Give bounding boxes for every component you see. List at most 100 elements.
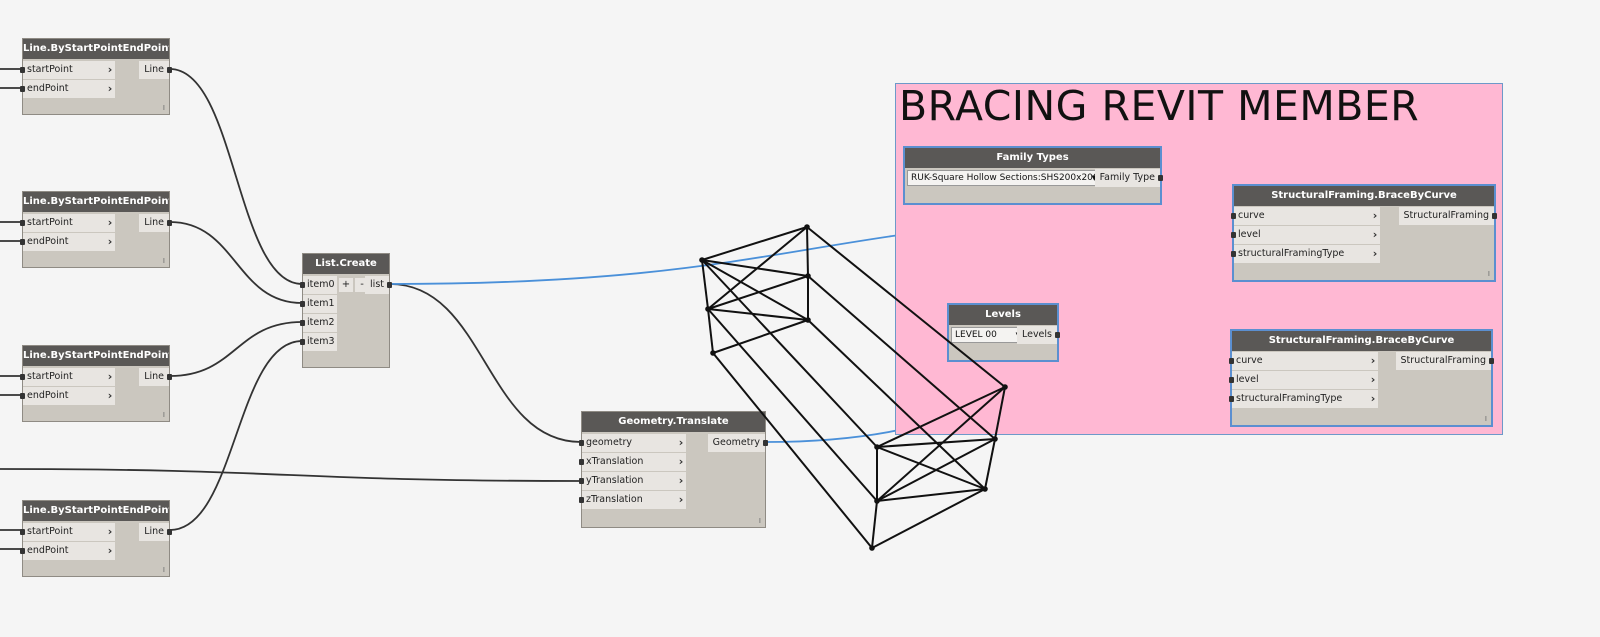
brace-by-curve-node-2[interactable]: StructuralFraming.BraceByCurve curve› le…: [1229, 329, 1494, 427]
chevron-right-icon: ›: [107, 216, 113, 229]
wire-line4-item3[interactable]: [169, 340, 303, 531]
input-port-dot[interactable]: [1231, 213, 1236, 219]
line-node-1[interactable]: Line.ByStartPointEndPoint startPoint› en…: [20, 38, 172, 115]
input-port-dot[interactable]: [1231, 232, 1236, 238]
level-dropdown[interactable]: LEVEL 00▼: [951, 327, 1025, 343]
lacing-mark-icon: I: [162, 566, 165, 574]
input-end-point[interactable]: endPoint›: [20, 80, 115, 98]
input-port-dot[interactable]: [20, 67, 25, 73]
input-port-dot[interactable]: [300, 282, 305, 288]
wire-line1-item0[interactable]: [169, 68, 303, 285]
output-port-dot[interactable]: [387, 282, 392, 288]
output-port-dot[interactable]: [1055, 332, 1060, 338]
input-port-dot[interactable]: [20, 374, 25, 380]
node-title: List.Create: [303, 254, 389, 274]
output-port-dot[interactable]: [167, 220, 172, 226]
node-title: StructuralFraming.BraceByCurve: [1234, 186, 1494, 206]
add-input-button[interactable]: +: [339, 278, 353, 292]
input-port-dot[interactable]: [300, 320, 305, 326]
input-port-dot[interactable]: [1229, 377, 1234, 383]
input-structural-framing-type[interactable]: structuralFramingType›: [1229, 390, 1378, 408]
input-port-dot[interactable]: [20, 529, 25, 535]
input-x-translation[interactable]: xTranslation›: [579, 453, 686, 471]
input-port-dot[interactable]: [1229, 396, 1234, 402]
line-node-3[interactable]: Line.ByStartPointEndPoint startPoint› en…: [20, 345, 172, 422]
wire-line2-item1[interactable]: [169, 221, 303, 304]
chevron-right-icon: ›: [678, 474, 684, 487]
input-end-point[interactable]: endPoint›: [20, 233, 115, 251]
output-line[interactable]: Line: [139, 214, 172, 232]
input-item1[interactable]: item1: [300, 295, 337, 313]
output-structural-framing[interactable]: StructuralFraming: [1395, 352, 1494, 370]
line-node-2[interactable]: Line.ByStartPointEndPoint startPoint› en…: [20, 191, 172, 268]
output-structural-framing[interactable]: StructuralFraming: [1398, 207, 1497, 225]
node-title: Line.ByStartPointEndPoint: [23, 192, 169, 212]
input-curve[interactable]: curve›: [1231, 207, 1380, 225]
wire-line3-item2[interactable]: [169, 321, 303, 377]
input-port-dot[interactable]: [20, 393, 25, 399]
lacing-mark-icon: I: [1487, 270, 1490, 278]
output-port-dot[interactable]: [167, 67, 172, 73]
input-port-dot[interactable]: [20, 239, 25, 245]
input-item0[interactable]: item0: [300, 276, 337, 294]
output-geometry[interactable]: Geometry: [707, 434, 768, 452]
output-port-dot[interactable]: [1489, 358, 1494, 364]
lacing-mark-icon: I: [162, 104, 165, 112]
input-port-dot[interactable]: [1231, 251, 1236, 257]
node-title: Line.ByStartPointEndPoint: [23, 501, 169, 521]
chevron-right-icon: ›: [107, 525, 113, 538]
input-port-dot[interactable]: [579, 440, 584, 446]
input-port-dot[interactable]: [300, 301, 305, 307]
node-title: Geometry.Translate: [582, 412, 765, 432]
input-port-dot[interactable]: [20, 548, 25, 554]
output-port-dot[interactable]: [167, 529, 172, 535]
list-create-node[interactable]: List.Create item0 + - item1 item2 item3 …: [300, 253, 392, 368]
input-port-dot[interactable]: [20, 220, 25, 226]
output-line[interactable]: Line: [139, 368, 172, 386]
input-start-point[interactable]: startPoint›: [20, 214, 115, 232]
input-geometry[interactable]: geometry›: [579, 434, 686, 452]
output-port-dot[interactable]: [1492, 213, 1497, 219]
input-port-dot[interactable]: [1229, 358, 1234, 364]
input-level[interactable]: level›: [1229, 371, 1378, 389]
input-structural-framing-type[interactable]: structuralFramingType›: [1231, 245, 1380, 263]
family-type-dropdown[interactable]: RUK-Square Hollow Sections:SHS200x200x10…: [907, 170, 1101, 186]
input-port-dot[interactable]: [579, 478, 584, 484]
wire-list-geometry[interactable]: [389, 283, 582, 443]
input-end-point[interactable]: endPoint›: [20, 387, 115, 405]
node-title: Levels: [949, 305, 1057, 325]
chevron-right-icon: ›: [1370, 354, 1376, 367]
input-start-point[interactable]: startPoint›: [20, 523, 115, 541]
output-levels[interactable]: Levels: [1016, 326, 1060, 344]
input-port-dot[interactable]: [300, 339, 305, 345]
output-port-dot[interactable]: [1158, 175, 1163, 181]
input-port-dot[interactable]: [20, 86, 25, 92]
family-types-node[interactable]: Family Types RUK-Square Hollow Sections:…: [903, 146, 1163, 205]
input-port-dot[interactable]: [579, 497, 584, 503]
output-port-dot[interactable]: [763, 440, 768, 446]
input-start-point[interactable]: startPoint›: [20, 61, 115, 79]
input-item2[interactable]: item2: [300, 314, 337, 332]
output-line[interactable]: Line: [139, 61, 172, 79]
output-list[interactable]: list: [365, 276, 392, 294]
geometry-translate-node[interactable]: Geometry.Translate geometry› xTranslatio…: [579, 411, 768, 528]
output-port-dot[interactable]: [167, 374, 172, 380]
input-curve[interactable]: curve›: [1229, 352, 1378, 370]
chevron-right-icon: ›: [1372, 228, 1378, 241]
input-end-point[interactable]: endPoint›: [20, 542, 115, 560]
input-item3[interactable]: item3: [300, 333, 337, 351]
levels-node[interactable]: Levels LEVEL 00▼ Levels: [947, 303, 1060, 362]
wire-y-translation[interactable]: [0, 468, 582, 482]
line-node-4[interactable]: Line.ByStartPointEndPoint startPoint› en…: [20, 500, 172, 577]
input-start-point[interactable]: startPoint›: [20, 368, 115, 386]
chevron-right-icon: ›: [1370, 373, 1376, 386]
chevron-right-icon: ›: [107, 389, 113, 402]
output-line[interactable]: Line: [139, 523, 172, 541]
brace-by-curve-node-1[interactable]: StructuralFraming.BraceByCurve curve› le…: [1231, 184, 1497, 282]
input-y-translation[interactable]: yTranslation›: [579, 472, 686, 490]
input-level[interactable]: level›: [1231, 226, 1380, 244]
input-port-dot[interactable]: [579, 459, 584, 465]
input-z-translation[interactable]: zTranslation›: [579, 491, 686, 509]
lacing-mark-icon: I: [758, 517, 761, 525]
output-family-type[interactable]: Family Type: [1094, 169, 1163, 187]
